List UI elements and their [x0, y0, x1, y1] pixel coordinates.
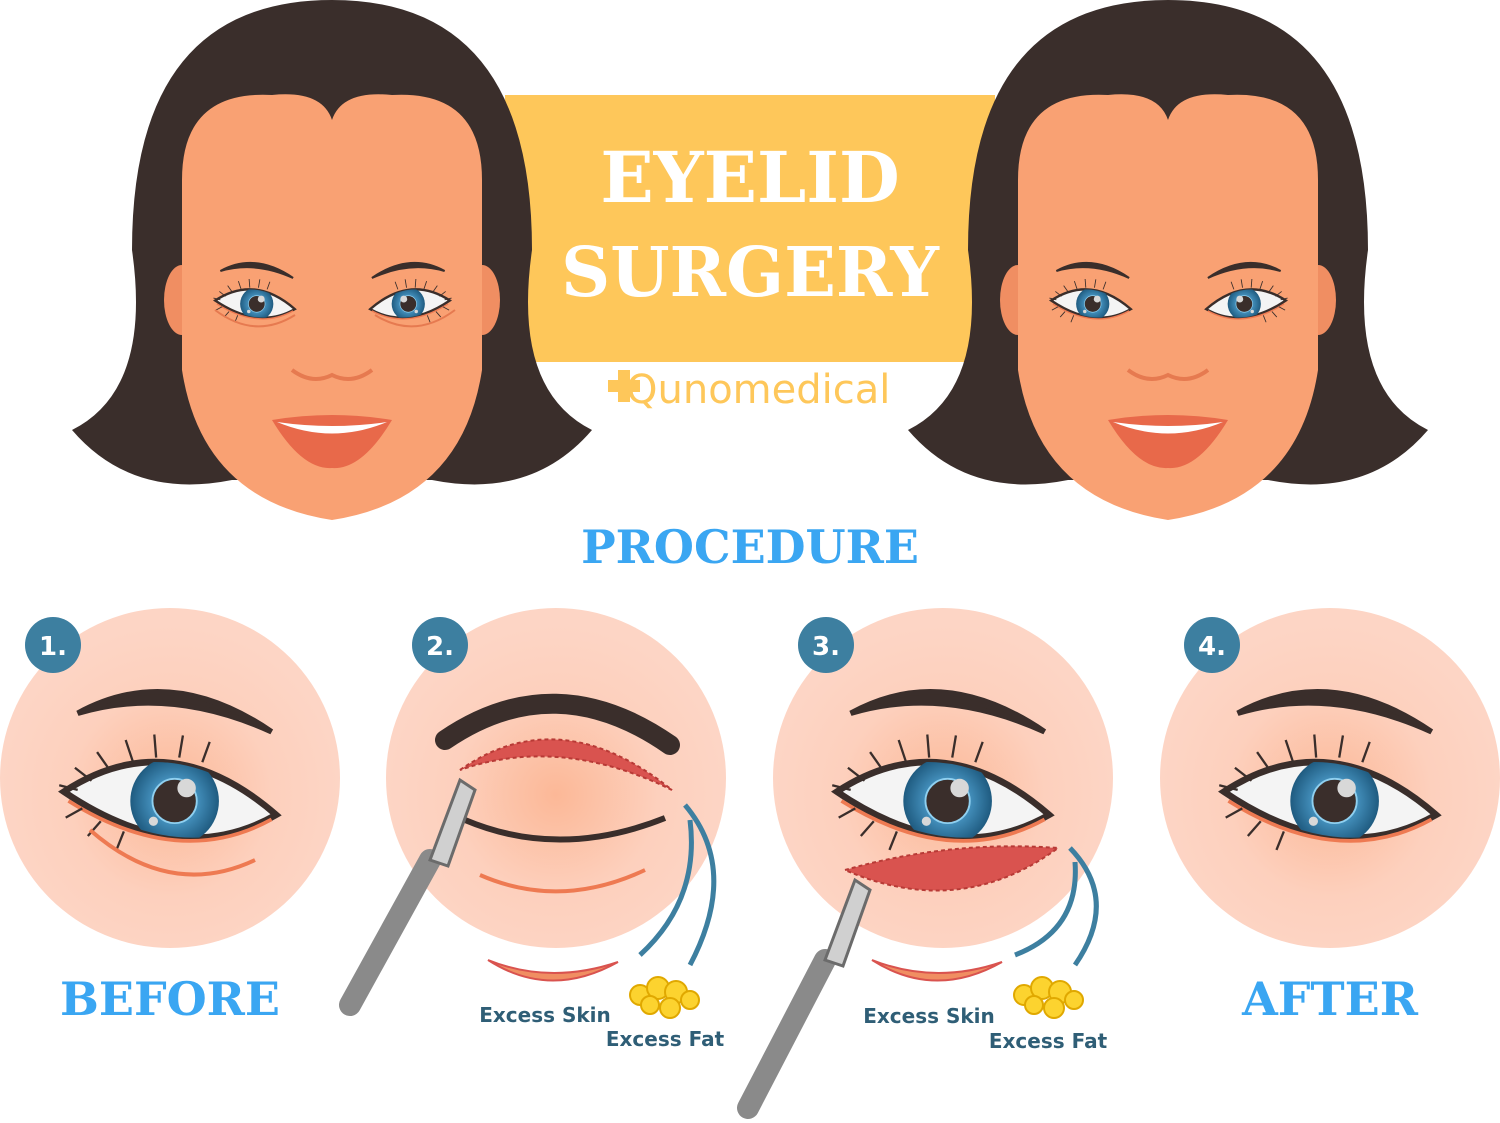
scalpel-icon: [339, 777, 477, 1016]
qunomedical-logo: Qunomedical: [608, 367, 890, 413]
procedure-heading: PROCEDURE: [581, 520, 919, 574]
excess-skin-label: Excess Skin: [863, 1004, 995, 1028]
step-badge: 4.: [1198, 632, 1226, 662]
title-line1: EYELID: [600, 136, 899, 219]
step-3: 3. Excess Skin Excess Fat: [737, 608, 1113, 1119]
logo-text: Qunomedical: [626, 367, 890, 413]
face-before: [70, 0, 594, 522]
step-badge: 2.: [426, 632, 454, 662]
excess-skin-label: Excess Skin: [479, 1003, 611, 1027]
step-badge: 1.: [39, 632, 67, 662]
title-banner: [505, 95, 995, 362]
step-badge: 3.: [812, 632, 840, 662]
excess-fat-label: Excess Fat: [606, 1027, 725, 1051]
face-after: [906, 0, 1430, 522]
title-line2: SURGERY: [561, 233, 940, 313]
step-1: 1. BEFORE: [0, 608, 340, 1026]
after-label: AFTER: [1241, 972, 1419, 1026]
scalpel-icon: [737, 877, 872, 1119]
step-2: 2. Excess Skin Excess Fat: [339, 608, 726, 1051]
excess-fat-label: Excess Fat: [989, 1029, 1108, 1053]
before-label: BEFORE: [60, 972, 280, 1026]
step-4: 4. AFTER: [1160, 608, 1500, 1026]
